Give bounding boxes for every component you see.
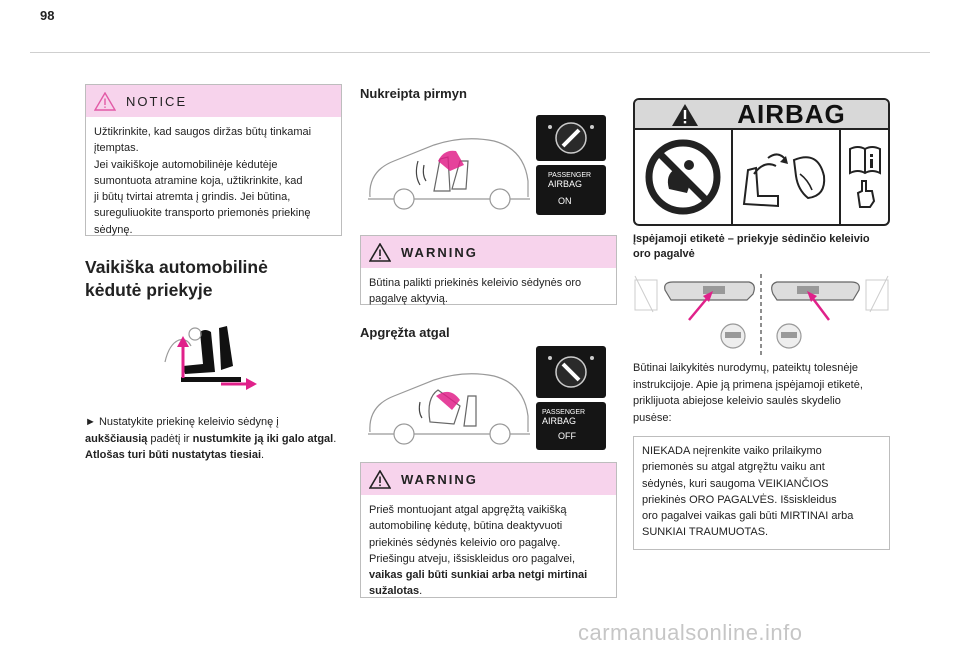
forward-car-icon: [368, 138, 530, 210]
front-seat-bold: Atlošas turi būti nustatytas tiesiai: [85, 449, 262, 461]
seat-adjust-illustration: [145, 322, 275, 392]
warning-body-1: Būtina palikti priekinės keleivio sėdynė…: [361, 268, 616, 317]
front-seat-text: .: [261, 449, 265, 461]
warning-line: automobilinę kėdutę, būtina deaktyvuoti: [369, 520, 563, 533]
notice-line: ji būtų tvirtai atremta į grindis. Jei b…: [94, 191, 291, 204]
airbag-word: AIRBAG: [737, 98, 846, 129]
notice-line: sureguliuokite transporto priemonės prie…: [94, 207, 311, 220]
top-rule: [30, 52, 930, 53]
notice-body: Užtikrinkite, kad saugos diržas būtų tin…: [86, 117, 341, 247]
column-left: NOTICE Užtikrinkite, kad saugos diržas b…: [85, 84, 342, 464]
panel-passenger-text: PASSENGER: [548, 172, 592, 179]
label-text-line: priemonės su atgal atgręžtu vaiku ant: [642, 461, 825, 474]
front-seat-instruction: ► Nustatykite priekinę keleivio sėdynę į…: [85, 414, 342, 464]
label-text-line: sėdynės, kuri saugoma VEIKIANČIOS: [642, 477, 829, 490]
panel-airbag-text: AIRBAG: [548, 179, 583, 189]
key-switch-off-icon: [548, 356, 594, 388]
notice-line: įtemptas.: [94, 142, 139, 155]
label-text-box: NIEKADA neįrenkite vaiko prilaikymo prie…: [633, 436, 890, 550]
sun-visor-diagram: [634, 274, 889, 356]
instructions-line: Būtinai laikykitės nurodymų, pateiktų to…: [633, 362, 859, 374]
watermark: carmanualsonline.info: [578, 620, 803, 645]
warning-box-2: WARNING Prieš montuojant atgal apgręžtą …: [360, 462, 617, 598]
warning-header-1: WARNING: [361, 236, 616, 268]
front-seat-heading-line2: kėdutė priekyje: [85, 280, 213, 300]
seat-adjust-icon: [164, 326, 257, 390]
key-switch-icon: [548, 122, 594, 154]
airbag-label-icons: [635, 130, 888, 224]
warning-line: Prieš montuojant atgal apgręžtą vaikišką: [369, 504, 567, 516]
notice-box: NOTICE Užtikrinkite, kad saugos diržas b…: [85, 84, 342, 236]
no-child-seat-icon: [645, 139, 721, 215]
instructions-line: priklijuota abiejose keleivio saulės sky…: [633, 395, 841, 407]
panel-off-text: OFF: [558, 431, 576, 441]
notice-header: NOTICE: [86, 85, 341, 117]
manual-icon-cell: [841, 130, 888, 224]
passenger-airbag-off-panel: PASSENGER AIRBAG OFF: [536, 402, 606, 450]
label-text-line: oro pagalvei vaikas gali būti MIRTINAI a…: [642, 510, 854, 523]
page-number: 98: [40, 8, 55, 23]
notice-line: Jei vaikiškoje automobilinėje kėdutėje: [94, 158, 278, 171]
panel-airbag-text: AIRBAG: [542, 416, 577, 426]
seat-airbag-icon: [742, 153, 826, 208]
front-seat-text: padėtį ir: [147, 432, 193, 445]
warning-line: Būtina palikti priekinės keleivio sėdynė…: [369, 277, 582, 289]
front-seat-bold: nustumkite ją iki galo atgal: [192, 432, 334, 445]
warning-line-bold: vaikas gali būti sunkiai arba netgi mirt…: [369, 569, 588, 582]
airbag-switch-on: [536, 115, 606, 161]
warning-triangle-icon: [369, 469, 391, 489]
front-seat-text: Nustatykite priekinę keleivio sėdynę į: [95, 416, 279, 428]
airbag-danger-icon: [672, 104, 698, 126]
warning-line: priekinės sėdynės keleivio oro pagalvę.: [369, 536, 561, 549]
caption-line2: oro pagalvė: [633, 248, 695, 260]
forward-heading: Nukreipta pirmyn: [360, 86, 467, 101]
caption-line1: Įspėjamoji etiketė – priekyje sėdinčio k…: [633, 233, 870, 245]
airbag-switch-off: [536, 346, 606, 398]
airbag-warning-label: AIRBAG: [633, 98, 890, 226]
sun-visor-figure: [633, 272, 890, 356]
front-seat-heading: Vaikiška automobilinė kėdutė priekyje: [85, 256, 342, 302]
warning-header-2: WARNING: [361, 463, 616, 495]
column-right: AIRBAG: [633, 98, 890, 550]
instructions-line: pusėse:: [633, 411, 672, 424]
warning-line-bold-end: sužalotas.: [369, 583, 608, 599]
instructions-text: Būtinai laikykitės nurodymų, pateiktų to…: [633, 360, 890, 426]
airbag-label-caption: Įspėjamoji etiketė – priekyje sėdinčio k…: [633, 232, 890, 262]
notice-line: sumontuota atramine koja, užtikrinkite, …: [94, 174, 303, 187]
forward-facing-figure: PASSENGER AIRBAG ON: [360, 115, 617, 215]
warning-end-text: .: [419, 585, 423, 598]
rear-facing-figure: PASSENGER AIRBAG OFF: [360, 346, 617, 450]
notice-line: Užtikrinkite, kad saugos diržas būtų tin…: [94, 126, 312, 138]
seat-airbag-icon-cell: [733, 130, 841, 224]
warning-box-1: WARNING Būtina palikti priekinės keleivi…: [360, 235, 617, 305]
front-seat-bold: aukščiausią: [85, 432, 148, 445]
warning-triangle-icon: [369, 242, 391, 262]
front-seat-text: .: [333, 432, 337, 445]
warning-title-1: WARNING: [401, 244, 478, 260]
airbag-label-banner: AIRBAG: [635, 100, 888, 130]
panel-passenger-text: PASSENGER: [542, 409, 586, 416]
warning-body-2: Prieš montuojant atgal apgręžtą vaikišką…: [361, 495, 616, 609]
warning-line: pagalvę aktyvią.: [369, 293, 448, 306]
warning-line: Priešingu atveju, išsiskleidus oro pagal…: [369, 552, 576, 565]
passenger-airbag-on-panel: PASSENGER AIRBAG ON: [536, 165, 606, 215]
no-child-seat-icon-cell: [635, 130, 733, 224]
notice-title: NOTICE: [126, 93, 188, 109]
warning-bold-text: sužalotas: [369, 585, 420, 598]
manual-book-icon: [848, 146, 881, 175]
notice-triangle-icon: [94, 91, 116, 111]
pointing-hand-icon: [856, 180, 875, 208]
panel-on-text: ON: [558, 196, 572, 206]
rearward-car-icon: [368, 373, 530, 445]
column-middle: Nukreipta pirmyn PASSENGER AIRBAG ON: [360, 86, 617, 598]
warning-title-2: WARNING: [401, 471, 478, 487]
label-text-line: priekinės ORO PAGALVĖS. Išsiskleidus: [642, 493, 837, 506]
label-text-line: SUNKIAI TRAUMUOTAS.: [642, 526, 769, 539]
rearward-heading: Apgręžta atgal: [360, 325, 450, 340]
bullet-arrow-icon: ►: [85, 416, 96, 428]
instructions-line: instrukcijoje. Apie ją primena įspėjamoj…: [633, 378, 863, 391]
label-text-line: NIEKADA neįrenkite vaiko prilaikymo: [642, 445, 822, 457]
notice-line: sėdynę.: [94, 223, 133, 236]
front-seat-heading-line1: Vaikiška automobilinė: [85, 257, 268, 277]
